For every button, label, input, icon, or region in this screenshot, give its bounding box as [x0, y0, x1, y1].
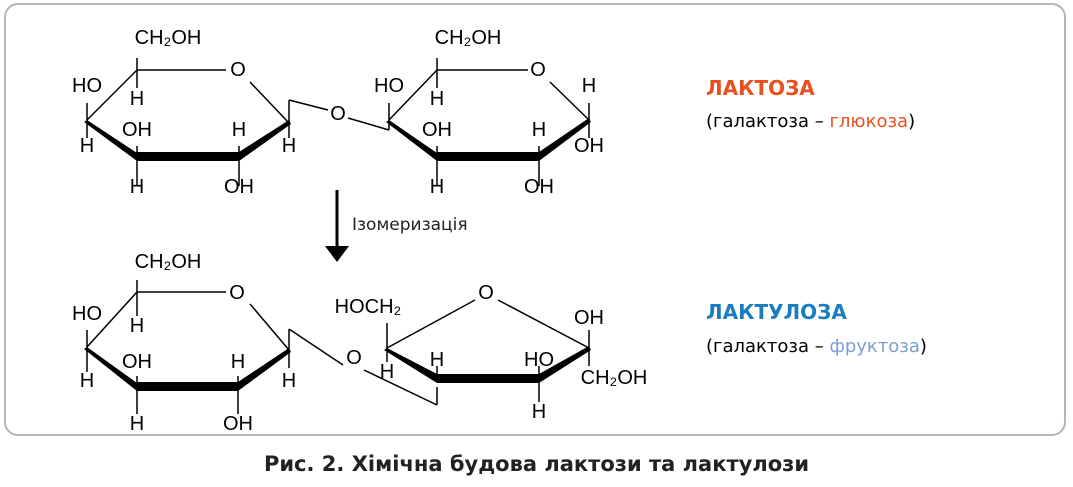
- atom-label: H: [430, 176, 444, 198]
- lactose-title: ЛАКТОЗА: [706, 76, 815, 100]
- atom-label: H: [130, 88, 144, 110]
- ring-oxygen: O: [478, 282, 494, 304]
- lactose-bonds: [86, 58, 590, 186]
- composition-prefix: (галактоза –: [706, 336, 830, 357]
- atom-label: OH: [224, 176, 254, 198]
- atom-label: CH₂OH: [435, 27, 502, 49]
- atom-label: H: [430, 349, 444, 371]
- atom-label: HO: [374, 75, 404, 97]
- atom-label: OH: [422, 119, 452, 141]
- atom-label: H: [130, 413, 144, 435]
- atom-label: HO: [72, 303, 102, 325]
- glycosidic-oxygen: O: [330, 103, 346, 125]
- atom-label: OH: [524, 176, 554, 198]
- atom-label: CH₂OH: [135, 251, 202, 273]
- glycosidic-oxygen: O: [346, 347, 362, 369]
- atom-label: H: [80, 135, 94, 157]
- atom-label: HO: [72, 75, 102, 97]
- atom-label: OH: [574, 307, 604, 329]
- atom-label: H: [532, 401, 546, 423]
- atom-label: H: [130, 176, 144, 198]
- composition-suffix: ): [919, 336, 927, 357]
- atom-label: H: [282, 370, 296, 392]
- atom-label: OH: [122, 119, 152, 141]
- atom-label: CH₂OH: [135, 27, 202, 49]
- lactose-atom-labels: CH₂OH HO H H OH H H OH H O O CH₂OH HO H …: [72, 27, 604, 198]
- lactulose-composition: (галактоза – фруктоза): [706, 336, 927, 357]
- isomerization-arrow: [325, 190, 349, 262]
- atom-label: H: [582, 75, 596, 97]
- atom-label: HO: [524, 349, 554, 371]
- lactose-bold-bonds: [84, 118, 591, 161]
- atom-label: CH₂OH: [581, 367, 648, 389]
- ring-oxygen: O: [229, 282, 245, 304]
- fructose-label: фруктоза: [829, 336, 920, 357]
- atom-label: H: [231, 351, 245, 373]
- isomerization-label: Ізомеризація: [352, 215, 468, 235]
- composition-prefix: (галактоза –: [706, 111, 830, 132]
- atom-label: OH: [122, 351, 152, 373]
- lactose-composition: (галактоза – глюкоза): [706, 111, 915, 132]
- lactulose-bold-bonds: [84, 346, 591, 391]
- atom-label: H: [232, 119, 246, 141]
- figure-caption: Рис. 2. Хімічна будова лактози та лактул…: [263, 452, 810, 476]
- atom-label: OH: [223, 413, 253, 435]
- composition-suffix: ): [908, 111, 916, 132]
- ring-oxygen: O: [230, 59, 246, 81]
- atom-label: H: [430, 88, 444, 110]
- atom-label: H: [80, 370, 94, 392]
- atom-label: H: [130, 315, 144, 337]
- diagram-frame: [4, 3, 1066, 436]
- lactulose-bonds: [86, 280, 590, 414]
- atom-label: HOCH₂: [335, 296, 402, 318]
- glucose-label: глюкоза: [829, 111, 909, 132]
- atom-label: H: [532, 119, 546, 141]
- lactulose-atom-labels: CH₂OH HO H H OH H H OH H O O HOCH₂ H H O…: [72, 251, 647, 435]
- lactulose-title: ЛАКТУЛОЗА: [706, 300, 847, 324]
- atom-label: OH: [574, 135, 604, 157]
- atom-label: H: [282, 135, 296, 157]
- atom-label: H: [380, 361, 394, 383]
- ring-oxygen: O: [530, 59, 546, 81]
